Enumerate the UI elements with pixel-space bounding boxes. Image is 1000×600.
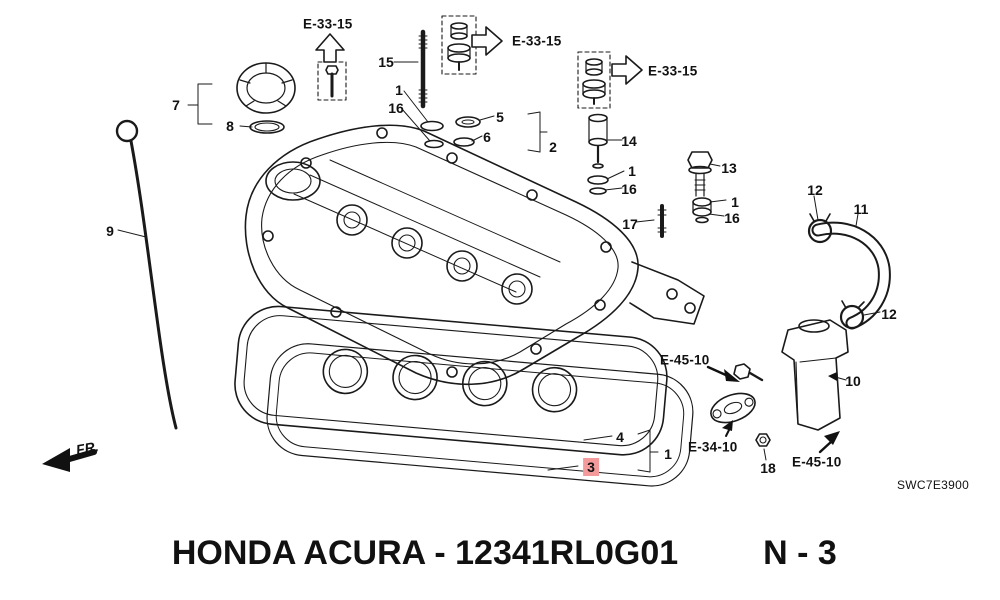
footer-part-title: HONDA ACURA - 12341RL0G01 bbox=[171, 534, 679, 572]
callout-15[interactable]: 15 bbox=[378, 54, 394, 70]
stud-17 bbox=[657, 204, 667, 238]
callout-13[interactable]: 13 bbox=[721, 160, 737, 176]
callout-9[interactable]: 9 bbox=[106, 223, 114, 239]
callout-16a[interactable]: 16 bbox=[388, 100, 404, 116]
breather-pipe-10 bbox=[781, 319, 849, 431]
callout-1a[interactable]: 1 bbox=[395, 82, 403, 98]
callout-5[interactable]: 5 bbox=[496, 109, 504, 125]
callout-11[interactable]: 11 bbox=[853, 201, 869, 217]
tube-grommet-b bbox=[577, 51, 611, 109]
leader-arrowheads bbox=[828, 372, 837, 381]
callout-12b[interactable]: 12 bbox=[881, 306, 897, 322]
callout-3-highlighted[interactable]: 3 bbox=[583, 458, 599, 476]
ref-e-33-15-top[interactable]: E-33-15 bbox=[303, 16, 353, 32]
cap-seal-ring bbox=[249, 120, 285, 134]
leader-lines bbox=[117, 61, 881, 473]
callout-14[interactable]: 14 bbox=[621, 133, 637, 149]
callout-17[interactable]: 17 bbox=[622, 216, 638, 232]
nut-18 bbox=[755, 433, 771, 447]
callout-6[interactable]: 6 bbox=[483, 129, 491, 145]
footer-page-code: N - 3 bbox=[763, 534, 837, 572]
oil-dipstick bbox=[115, 119, 178, 430]
ref-e-33-15-right[interactable]: E-33-15 bbox=[648, 63, 698, 79]
callout-8[interactable]: 8 bbox=[226, 118, 234, 134]
callout-1b[interactable]: 1 bbox=[628, 163, 636, 179]
washer-5-and-seal-6 bbox=[453, 116, 481, 147]
ref-e-34-10[interactable]: E-34-10 bbox=[688, 439, 738, 455]
stud-bolt-15 bbox=[418, 29, 428, 109]
oil-filler-cap bbox=[236, 62, 296, 114]
callout-18[interactable]: 18 bbox=[760, 460, 776, 476]
tube-seal-14 bbox=[587, 113, 609, 195]
diagram-plate-code: SWC7E3900 bbox=[897, 478, 970, 492]
callout-2[interactable]: 2 bbox=[549, 139, 557, 155]
hollow-arrow-up bbox=[315, 33, 345, 63]
hollow-arrow-right-mid bbox=[471, 26, 503, 56]
callout-1d[interactable]: 1 bbox=[664, 446, 672, 462]
callout-12a[interactable]: 12 bbox=[807, 182, 823, 198]
ref-e-45-10-upper[interactable]: E-45-10 bbox=[660, 352, 710, 368]
hollow-arrow-right-far bbox=[611, 55, 643, 85]
tube-grommet-a bbox=[441, 15, 477, 75]
bolt-13 bbox=[687, 151, 713, 224]
solid-arrows bbox=[706, 365, 840, 454]
valve-cover-gasket bbox=[234, 305, 694, 487]
pipe-flange-e3410 bbox=[710, 392, 756, 424]
callout-16c[interactable]: 16 bbox=[724, 210, 740, 226]
fr-arrow bbox=[42, 448, 97, 472]
ref-e-45-10-lower[interactable]: E-45-10 bbox=[792, 454, 842, 470]
seal-washers-15 bbox=[420, 120, 444, 149]
breather-hose-11 bbox=[811, 221, 891, 330]
callout-10[interactable]: 10 bbox=[845, 373, 861, 389]
hose-clamp-12a bbox=[807, 213, 833, 244]
callout-7[interactable]: 7 bbox=[172, 97, 180, 113]
flange-bolt-e4510 bbox=[733, 363, 764, 382]
reference-bolt-top bbox=[317, 61, 347, 101]
callout-1c[interactable]: 1 bbox=[731, 194, 739, 210]
hose-clamp-12b bbox=[839, 300, 865, 330]
valve-cover bbox=[244, 124, 705, 386]
callout-4[interactable]: 4 bbox=[616, 429, 624, 445]
ref-e-33-15-mid[interactable]: E-33-15 bbox=[512, 33, 562, 49]
callout-16b[interactable]: 16 bbox=[621, 181, 637, 197]
